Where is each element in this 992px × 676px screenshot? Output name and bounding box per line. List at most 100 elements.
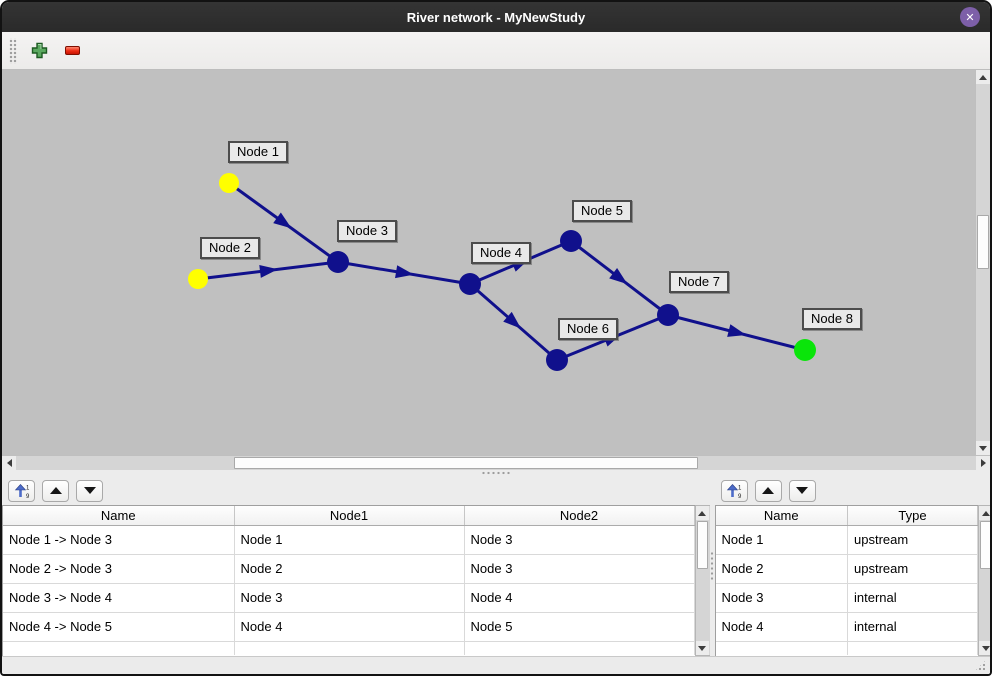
move-up-button[interactable]	[42, 479, 69, 502]
scroll-up-button[interactable]	[695, 506, 709, 520]
toolbar-drag-handle[interactable]	[9, 37, 17, 64]
sort-button[interactable]: 1 9	[8, 479, 35, 502]
remove-minus-icon	[64, 46, 80, 55]
remove-node-button[interactable]	[60, 39, 84, 63]
node-labels-layer: Node 1 Node 2 Node 3 Node 4 Node 5 Node 6 Node…	[2, 70, 975, 455]
flow-arrowhead-icon	[609, 267, 628, 285]
resize-grip-icon[interactable]	[974, 659, 987, 672]
scroll-down-button[interactable]	[695, 641, 709, 655]
vertical-splitter[interactable]	[709, 476, 715, 656]
window-title: River network - MyNewStudy	[406, 9, 586, 25]
table-cell: Node 2 -> Node 3	[3, 554, 235, 584]
flow-arrowhead-icon	[273, 212, 292, 229]
graph-node-node-4[interactable]	[459, 273, 481, 295]
table-cell	[715, 641, 848, 655]
table-cell: Node 3 -> Node 4	[3, 583, 235, 613]
table-cell: Node 4	[234, 612, 465, 642]
close-button[interactable]: ✕	[960, 7, 980, 27]
column-header[interactable]: Type	[847, 506, 978, 526]
triangle-down-icon	[83, 487, 96, 494]
column-header[interactable]: Node1	[234, 506, 465, 526]
move-down-button[interactable]	[788, 479, 816, 502]
table-cell: Node 3	[715, 583, 848, 613]
svg-text:1: 1	[738, 485, 742, 491]
splitter-handle-icon	[710, 551, 714, 581]
partially-visible-row	[715, 641, 978, 655]
triangle-left-icon	[6, 459, 12, 467]
nodes-table-scrollbar[interactable]	[978, 505, 990, 656]
river-network-canvas[interactable]: Node 1 Node 2 Node 3 Node 4 Node 5 Node 6 Node…	[2, 70, 975, 455]
flow-arrowhead-icon	[503, 311, 522, 329]
add-node-button[interactable]	[27, 39, 51, 63]
triangle-down-icon	[981, 645, 990, 651]
graph-node-node-3[interactable]	[327, 251, 349, 273]
table-cell: Node 4	[715, 612, 848, 642]
node-label[interactable]: Node 5	[572, 200, 632, 222]
graph-node-node-8[interactable]	[794, 339, 816, 361]
scroll-down-button[interactable]	[979, 641, 990, 655]
horizontal-splitter[interactable]	[2, 470, 990, 476]
node-label[interactable]: Node 8	[802, 308, 862, 330]
table-cell: upstream	[847, 554, 978, 584]
node-label[interactable]: Node 3	[337, 220, 397, 242]
scroll-left-button[interactable]	[2, 456, 16, 470]
canvas-horizontal-scrollbar[interactable]	[2, 455, 990, 470]
graph-node-node-7[interactable]	[657, 304, 679, 326]
graph-node-node-6[interactable]	[546, 349, 568, 371]
scrollbar-thumb[interactable]	[980, 521, 990, 569]
scrollbar-thumb[interactable]	[977, 215, 989, 269]
graph-node-node-5[interactable]	[560, 230, 582, 252]
canvas-vertical-scrollbar[interactable]	[975, 70, 990, 455]
graph-node-node-1[interactable]	[219, 173, 239, 193]
scroll-down-button[interactable]	[976, 441, 990, 455]
table-cell	[234, 641, 465, 655]
node-label[interactable]: Node 6	[558, 318, 618, 340]
move-down-button[interactable]	[76, 479, 103, 502]
table-cell: Node 1	[234, 525, 465, 555]
scroll-up-button[interactable]	[976, 70, 990, 84]
triangle-up-icon	[698, 510, 706, 516]
sort-button[interactable]: 1 9	[720, 479, 748, 502]
column-header[interactable]: Name	[715, 506, 848, 526]
add-plus-icon	[31, 42, 47, 59]
triangle-down-icon	[796, 487, 808, 494]
node-label[interactable]: Node 2	[200, 237, 260, 259]
node-label[interactable]: Node 7	[669, 271, 729, 293]
column-header[interactable]: Node2	[464, 506, 695, 526]
node-label[interactable]: Node 4	[471, 242, 531, 264]
column-header[interactable]: Name	[3, 506, 235, 526]
triangle-up-icon	[981, 510, 990, 516]
graph-node-node-2[interactable]	[188, 269, 208, 289]
scrollbar-thumb[interactable]	[234, 457, 698, 469]
svg-text:9: 9	[26, 494, 30, 499]
branches-table-scrollbar[interactable]	[694, 505, 710, 656]
toolbar	[2, 32, 990, 70]
flow-arrowhead-icon	[727, 324, 747, 337]
node-label[interactable]: Node 1	[228, 141, 288, 163]
status-bar	[2, 656, 990, 674]
scrollbar-thumb[interactable]	[696, 521, 708, 569]
move-up-button[interactable]	[754, 479, 782, 502]
triangle-up-icon	[979, 74, 987, 80]
triangle-right-icon	[980, 459, 986, 467]
scroll-right-button[interactable]	[976, 456, 990, 470]
triangle-up-icon	[49, 487, 62, 494]
titlebar: River network - MyNewStudy ✕	[2, 2, 990, 32]
triangle-down-icon	[698, 645, 706, 651]
scroll-up-button[interactable]	[979, 506, 990, 520]
table-cell: Node 1	[715, 525, 848, 555]
